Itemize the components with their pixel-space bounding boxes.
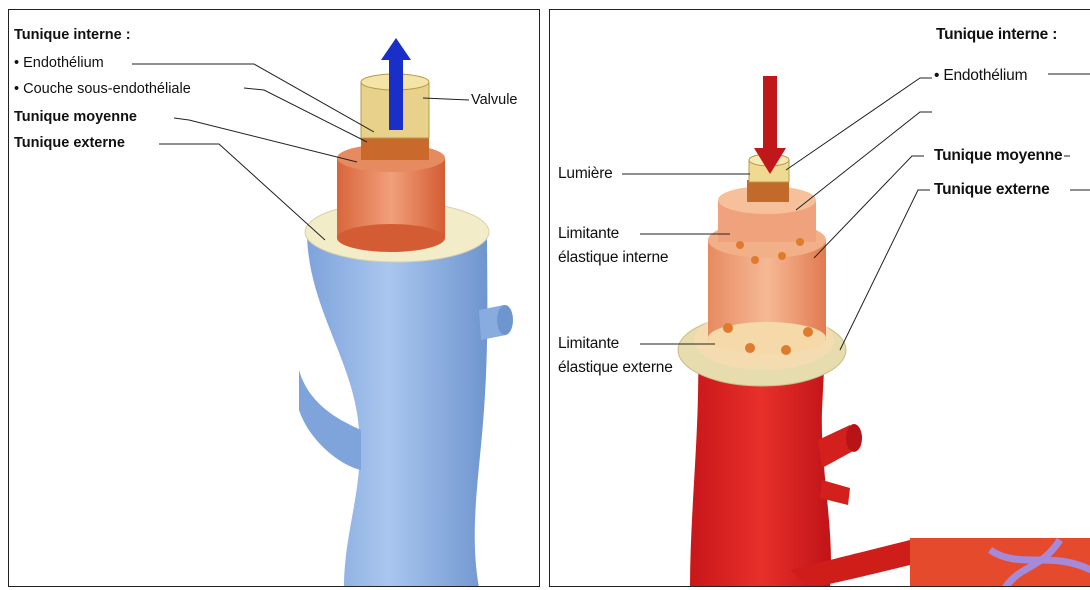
vein-label-valve: Valvule bbox=[471, 92, 517, 109]
vein-label-endothelium: • Endothélium bbox=[14, 55, 104, 72]
artery-label-media: Tunique moyenne bbox=[934, 147, 1062, 164]
vein-label-media: Tunique moyenne bbox=[14, 109, 137, 126]
artery-label-endothelium: • Endothélium bbox=[934, 67, 1027, 84]
artery-label-internal-tunic: Tunique interne : bbox=[936, 26, 1057, 43]
vein-panel: Tunique interne : • Endothélium • Couche… bbox=[8, 9, 540, 587]
artery-label-eel-line2: élastique externe bbox=[558, 359, 673, 376]
artery-body bbox=[690, 350, 930, 587]
vein-label-internal-tunic: Tunique interne : bbox=[14, 27, 131, 44]
artery-label-lumen: Lumière bbox=[558, 165, 613, 182]
artery-label-eel-line1: Limitante bbox=[558, 335, 619, 352]
artery-label-iel-line1: Limitante bbox=[558, 225, 619, 242]
artery-illustration bbox=[550, 10, 1090, 587]
vein-label-externa: Tunique externe bbox=[14, 135, 125, 152]
vein-media-cylinder bbox=[337, 144, 445, 252]
artery-label-iel-line2: élastique interne bbox=[558, 249, 668, 266]
artery-leader-lines bbox=[622, 74, 1090, 350]
vein-label-subendothelial: • Couche sous-endothéliale bbox=[14, 81, 191, 98]
artery-panel: Tunique interne : • Endothélium Tunique … bbox=[549, 9, 1090, 587]
artery-label-externa: Tunique externe bbox=[934, 181, 1050, 198]
